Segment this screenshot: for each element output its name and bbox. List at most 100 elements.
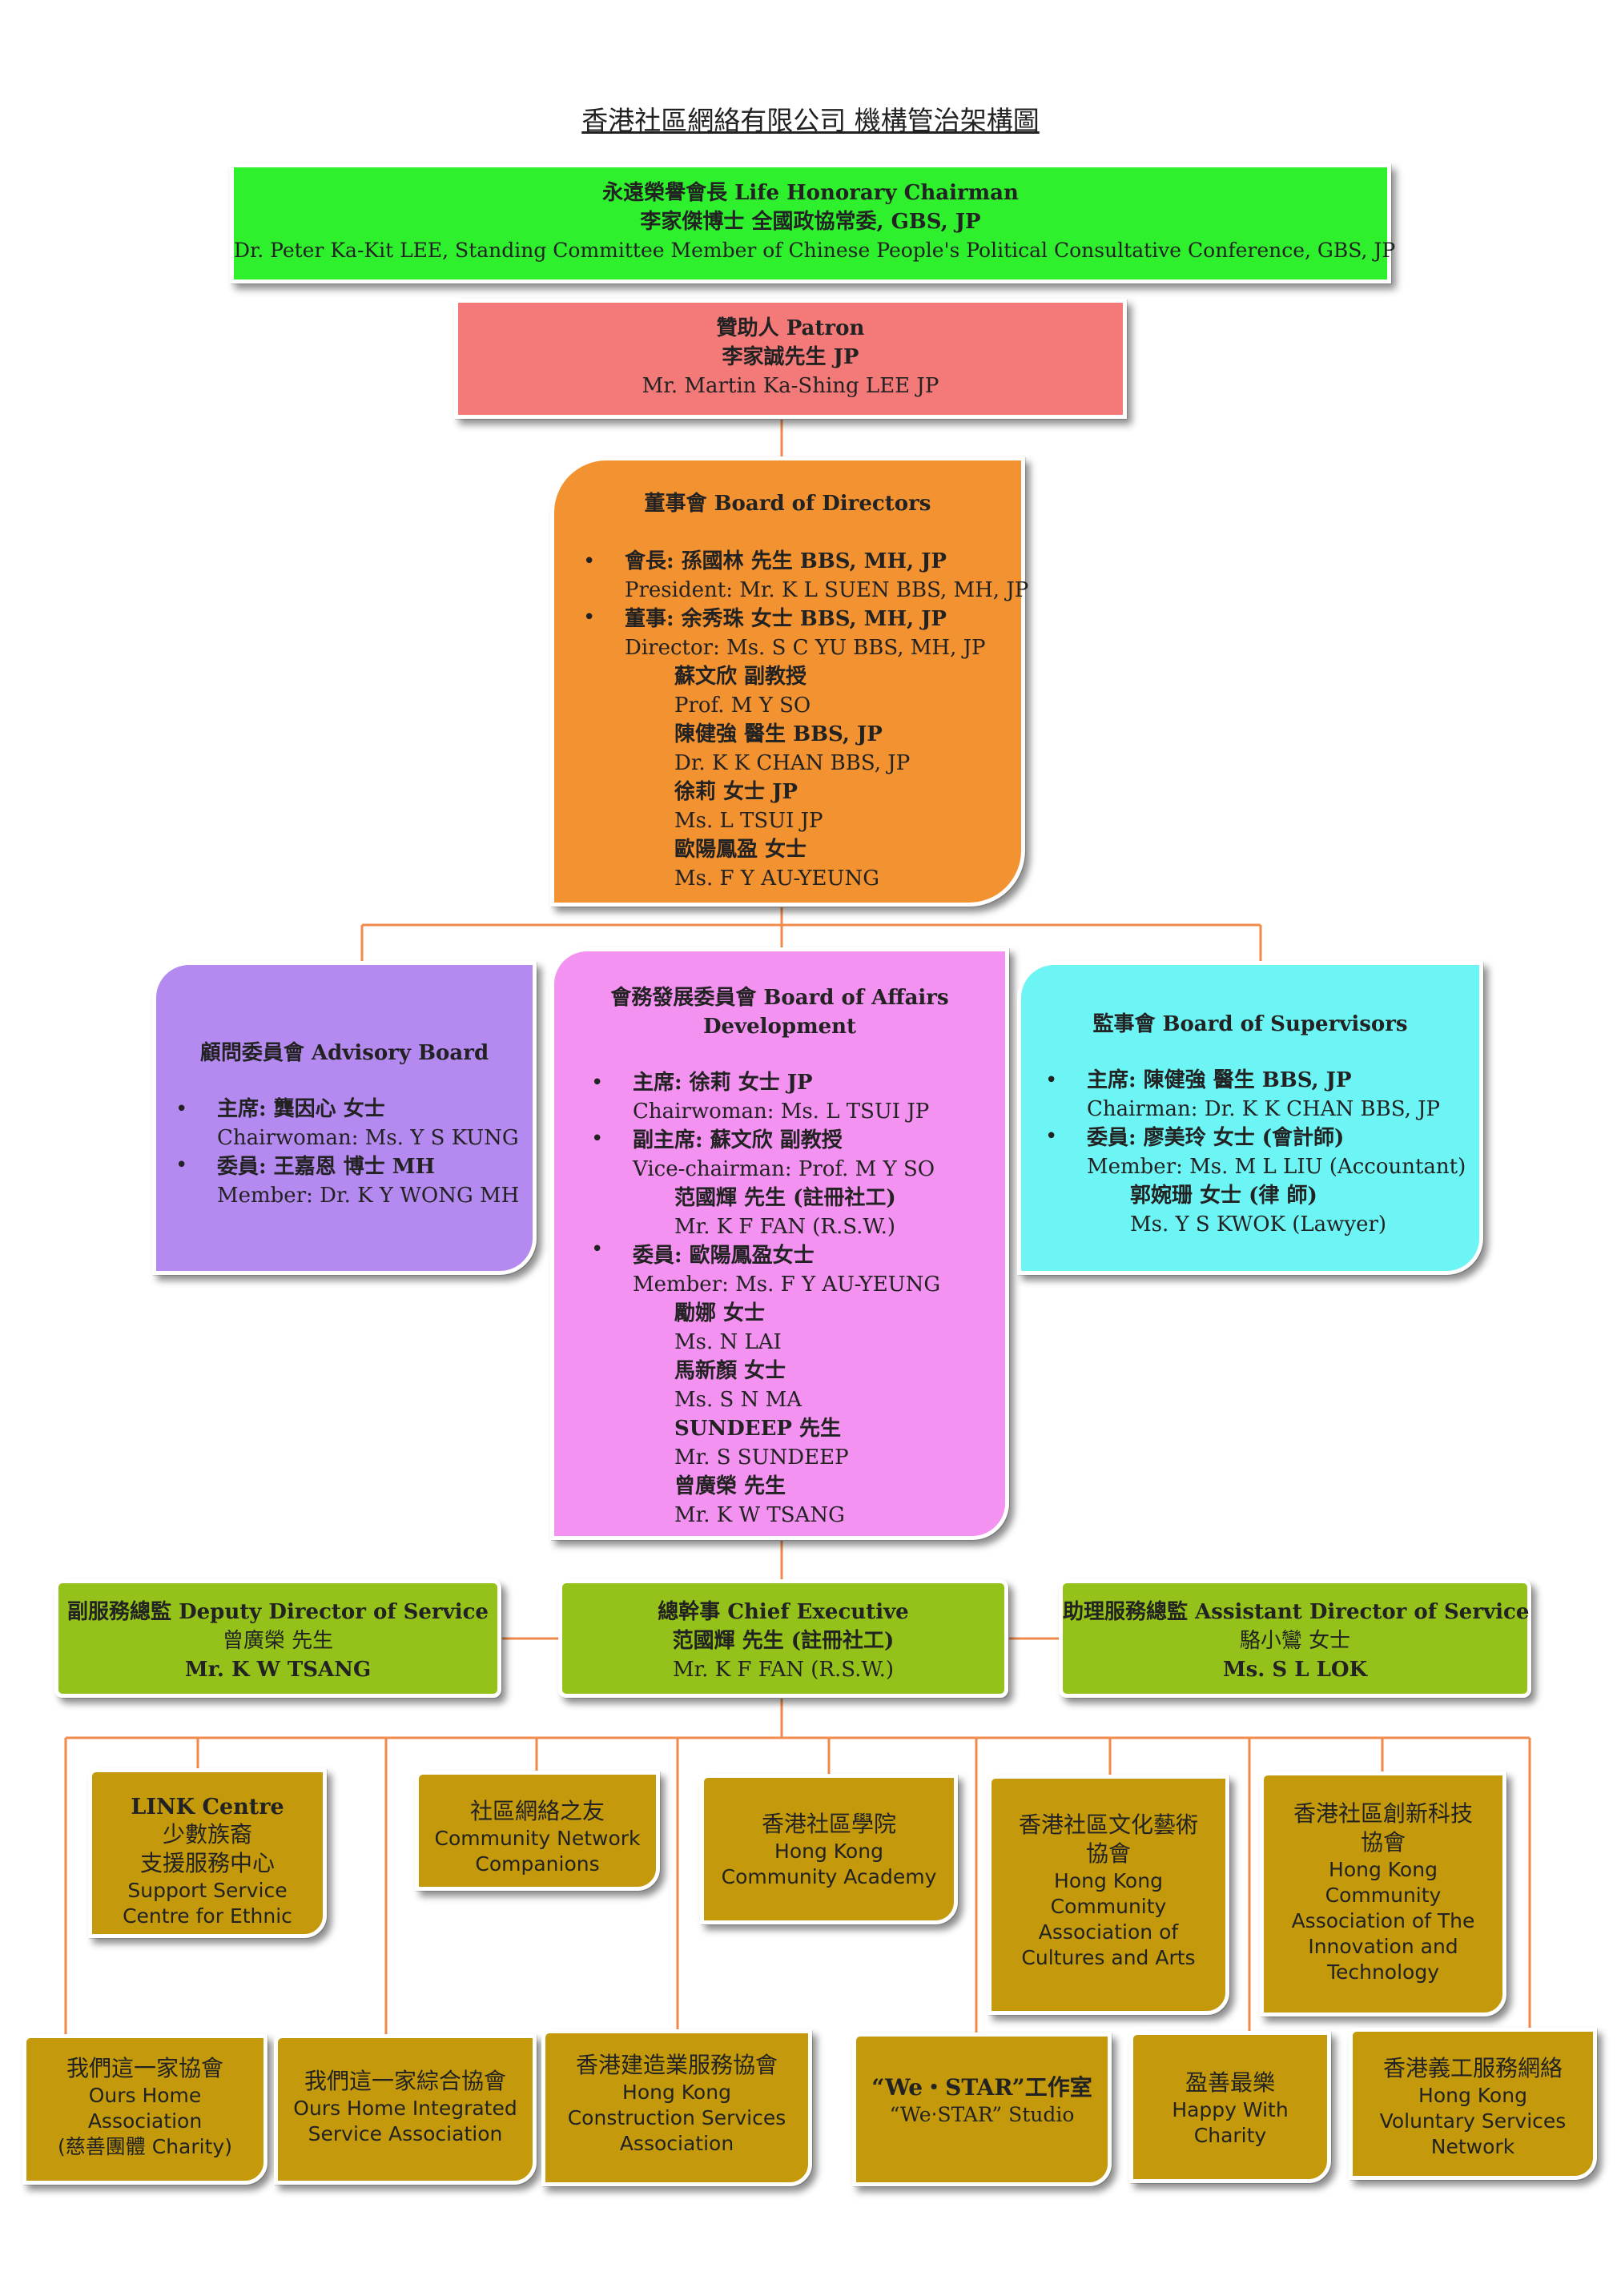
service-unit-cultures-and-arts: 香港社區文化藝術 協會 Hong Kong Community Associat… [987,1775,1229,2015]
unit-line: 支援服務中心 [139,1850,275,1876]
affairs-other-en: Ms. N LAI [674,1330,782,1354]
unit-line: Support Service [127,1879,288,1902]
service-unit-link-centre: LINK Centre 少數族裔 支援服務中心 Support Service … [88,1768,327,1938]
unit-line: Association of [1038,1920,1179,1944]
unit-line: Centre for Ethnic [123,1904,292,1928]
unit-line: Association of The [1291,1909,1475,1932]
board-member-list: • 會長: 孫國林 先生 BBS, MH, JP President: Mr. … [554,547,1029,893]
board-member-cn: 徐莉 女士 JP [674,780,798,804]
affairs-member-cn: 委員: 歐陽鳳盈女士 [633,1244,815,1268]
bullet-icon: • [583,605,596,629]
unit-line: Community Academy [721,1865,937,1888]
unit-line: 香港社區文化藝術 [1018,1811,1198,1838]
unit-line: Association [87,2109,203,2133]
service-unit-innovation-technology: 香港社區創新科技 協會 Hong Kong Community Associat… [1260,1771,1506,2017]
board-member-cn: 歐陽鳳盈 女士 [674,838,807,862]
unit-line: Association [619,2132,734,2155]
affairs-vice2-cn: 范國輝 先生 (註冊社工) [674,1186,896,1210]
advisory-member-list: • 主席: 龔因心 女士 Chairwoman: Ms. Y S KUNG • … [156,1095,533,1210]
affairs-other-cn: 曾廣榮 先生 [674,1474,786,1498]
affairs-vice-en: Vice-chairman: Prof. M Y SO [633,1157,935,1181]
unit-line: “We・STAR”工作室 [871,2074,1092,2101]
advisory-chair-cn: 主席: 龔因心 女士 [217,1097,385,1121]
advisory-heading: 顧問委員會 Advisory Board [199,1041,489,1065]
bullet-icon: • [583,549,596,573]
unit-line: Hong Kong [1329,1858,1438,1881]
patron-box: 贊助人 Patron 李家誠先生 JP Mr. Martin Ka-Shing … [454,299,1127,419]
unit-line: “We‧STAR” Studio [889,2103,1075,2126]
patron-heading: 贊助人 Patron [716,316,865,340]
chief-executive-box: 總幹事 Chief Executive 范國輝 先生 (註冊社工) Mr. K … [558,1579,1008,1698]
affairs-development-box: 會務發展委員會 Board of Affairs Development • 主… [550,947,1009,1540]
unit-line: 香港建造業服務協會 [575,2052,778,2078]
assistant-name-en: Ms. S L LOK [1222,1658,1368,1682]
supervisors-member-cn: 委員: 廖美玲 女士 (會計師) [1087,1126,1345,1150]
affairs-heading: 會務發展委員會 Board of Affairs [610,986,949,1010]
service-unit-construction-services: 香港建造業服務協會 Hong Kong Construction Service… [541,2029,812,2186]
patron-name-en: Mr. Martin Ka-Shing LEE JP [642,374,939,398]
chief-heading: 總幹事 Chief Executive [658,1600,909,1624]
unit-line: 香港義工服務網絡 [1382,2055,1563,2081]
board-member-cn: 陳健強 醫生 BBS, JP [674,722,883,746]
supervisors-member2-en: Ms. Y S KWOK (Lawyer) [1130,1212,1387,1236]
honorary-name-cn: 李家傑博士 全國政協常委, GBS, JP [640,210,981,234]
board-director-en: Director: Ms. S C YU BBS, MH, JP [625,636,986,660]
board-heading: 董事會 Board of Directors [644,492,931,516]
unit-line: 社區網絡之友 [469,1798,605,1824]
assistant-director-box: 助理服務總監 Assistant Director of Service 駱小鸞… [1059,1579,1531,1698]
unit-line: 盈善最樂 [1185,2069,1275,2096]
bullet-icon: • [591,1237,604,1261]
affairs-vice2-en: Mr. K F FAN (R.S.W.) [674,1215,896,1239]
unit-line: Community [1325,1884,1442,1907]
unit-line: 我們這一家綜合協會 [304,2068,506,2094]
service-unit-ours-home-association: 我們這一家協會 Ours Home Association (慈善團體 Char… [22,2034,267,2185]
supervisors-member2-cn: 郭婉珊 女士 (律 師) [1130,1184,1317,1208]
advisory-board-box: 顧問委員會 Advisory Board • 主席: 龔因心 女士 Chairw… [152,961,537,1275]
deputy-director-box: 副服務總監 Deputy Director of Service 曾廣榮 先生 … [54,1579,501,1698]
bullet-icon: • [591,1071,604,1095]
unit-line: Network [1430,2135,1515,2158]
supervisors-member-en: Member: Ms. M L LIU (Accountant) [1087,1155,1466,1179]
bullet-icon: • [175,1153,188,1177]
honorary-name-en: Dr. Peter Ka-Kit LEE, Standing Committee… [234,239,1396,262]
supervisors-box: 監事會 Board of Supervisors • 主席: 陳健強 醫生 BB… [1017,961,1483,1275]
deputy-heading: 副服務總監 Deputy Director of Service [67,1600,489,1624]
unit-line: 少數族裔 [162,1821,252,1848]
affairs-other-en: Mr. S SUNDEEP [674,1446,849,1470]
assistant-heading: 助理服務總監 Assistant Director of Service [1063,1600,1530,1624]
unit-line: LINK Centre [131,1795,284,1820]
supervisors-chair-en: Chairman: Dr. K K CHAN BBS, JP [1087,1097,1441,1121]
unit-line: Hong Kong [622,2081,731,2104]
board-of-directors-box: 董事會 Board of Directors • 會長: 孫國林 先生 BBS,… [550,456,1029,907]
board-member-en: Ms. L TSUI JP [674,809,823,833]
affairs-chair-cn: 主席: 徐莉 女士 JP [633,1071,813,1095]
affairs-other-en: Ms. S N MA [674,1388,802,1412]
bullet-icon: • [175,1097,188,1121]
unit-line: Ours Home Integrated [293,2097,517,2120]
supervisors-heading: 監事會 Board of Supervisors [1092,1012,1408,1036]
advisory-chair-en: Chairwoman: Ms. Y S KUNG [217,1126,519,1150]
advisory-member-cn: 委員: 王嘉恩 博士 MH [217,1155,436,1179]
assistant-name-cn: 駱小鸞 女士 [1239,1629,1351,1653]
chief-name-en: Mr. K F FAN (R.S.W.) [672,1658,894,1682]
unit-line: Hong Kong [1054,1869,1163,1892]
board-member-cn: 蘇文欣 副教授 [674,665,807,689]
patron-name-cn: 李家誠先生 JP [722,345,859,369]
unit-line: Charity [1193,2124,1267,2147]
unit-line: Happy With [1172,2098,1289,2121]
unit-line: Service Association [308,2122,503,2145]
unit-line: Voluntary Services [1379,2109,1567,2133]
supervisors-member-list: • 主席: 陳健強 醫生 BBS, JP Chairman: Dr. K K C… [1021,1066,1479,1239]
chief-name-cn: 范國輝 先生 (註冊社工) [672,1629,895,1653]
affairs-other-en: Mr. K W TSANG [674,1503,845,1527]
board-president-en: President: Mr. K L SUEN BBS, MH, JP [625,578,1029,602]
bullet-icon: • [1045,1124,1058,1148]
unit-line: Construction Services [567,2106,786,2129]
service-unit-we-star-studio: “We・STAR”工作室 “We‧STAR” Studio [852,2033,1112,2186]
service-unit-ours-home-integrated: 我們這一家綜合協會 Ours Home Integrated Service A… [274,2034,537,2185]
affairs-other-cn: 馬新顏 女士 [674,1359,786,1383]
affairs-member-list: • 主席: 徐莉 女士 JP Chairwoman: Ms. L TSUI JP… [554,1068,1005,1530]
bullet-icon: • [591,1127,604,1151]
unit-line: 協會 [1085,1840,1131,1867]
